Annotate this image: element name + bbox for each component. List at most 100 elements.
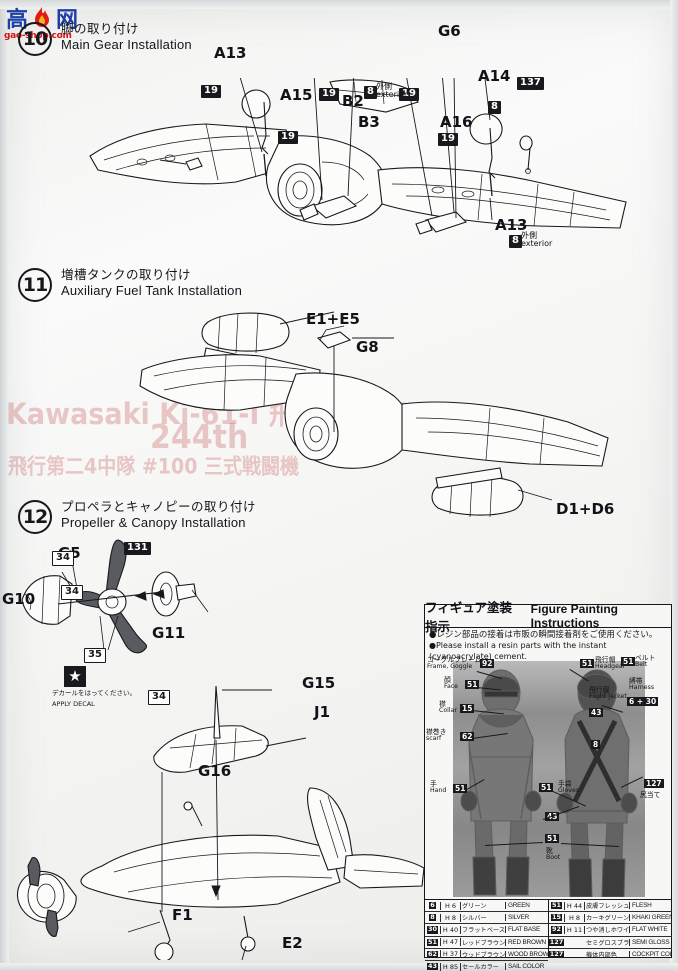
- figure-painting-panel: フィギュア塗装指示 Figure Painting Instructions ●…: [424, 600, 672, 971]
- figure-photo-front: [453, 661, 549, 897]
- figure-callout-goggle-jp: ゴーグルフレーム: [427, 656, 482, 664]
- color-chip-34-b: 34: [61, 585, 83, 600]
- step-number-10: 10: [18, 22, 52, 56]
- figure-panel-header: フィギュア塗装指示 Figure Painting Instructions: [425, 600, 671, 634]
- part-label-f1: F1: [172, 906, 193, 924]
- color-row-jp: カーキグリーン: [586, 915, 629, 923]
- figure-callout-gloves-en: Gloves: [558, 787, 579, 795]
- figure-chip-8: 8: [591, 740, 601, 749]
- part-label-a15: A15: [280, 86, 313, 104]
- color-chip-19-e: 19: [319, 88, 339, 101]
- color-row: 6 H 6 グリーン GREEN: [425, 900, 548, 913]
- figure-callout-headgear-jp: 飛行帽: [595, 656, 616, 664]
- ghost-text-line3: 飛行第二4中隊 #100 三式戦闘機: [8, 455, 300, 480]
- color-row-chip: 92: [550, 925, 563, 934]
- color-chip-19-c: 19: [438, 133, 458, 146]
- color-row-en: WOOD BROWN: [505, 950, 548, 958]
- figure-callout-headgear-en: Headgear: [595, 663, 626, 671]
- color-table-right-column: 51 H 44 皮膚フレッシュ FLESH 15 H 8 カーキグリーン KHA…: [548, 899, 672, 959]
- figure-callout-hand-jp: 手: [430, 780, 437, 788]
- figure-callout-jacket-en: Flight jacket: [589, 693, 627, 701]
- color-row-chip: 127: [548, 937, 565, 946]
- step12-propeller-diagram: [14, 538, 224, 668]
- step-title-jp-10: 脚の取り付け: [61, 21, 140, 36]
- color-row-chip: 51: [550, 901, 563, 910]
- color-row-en: KHAKI GREEN: [629, 914, 672, 922]
- color-row: 92 H 11 つや消しホワイト FLAT WHITE: [549, 924, 672, 937]
- color-chip-19-b: 19: [399, 88, 419, 101]
- part-label-g16: G16: [198, 762, 232, 780]
- ghost-text-line2: 244th: [150, 418, 249, 457]
- color-row-chip: 51: [426, 937, 439, 946]
- color-row-en: SEMI GLOSS BLACK: [629, 938, 672, 946]
- figure-panel-title-jp: フィギュア塗装指示: [425, 600, 513, 634]
- color-row-chip: 62: [426, 949, 439, 958]
- color-row: 51 H 47 レッドブラウン RED BROWN: [425, 937, 548, 949]
- color-row-en: RED BROWN: [505, 938, 548, 946]
- step-title-jp-12: プロペラとキャノピーの取り付け: [61, 499, 257, 514]
- color-row-jp: グリーン: [462, 903, 487, 911]
- figure-chip-belt: 51: [621, 657, 636, 666]
- figure-callout-harness-jp: 縛帯: [629, 677, 643, 685]
- color-row-chip: 15: [550, 913, 563, 922]
- figure-chip-seatpad: 127: [644, 779, 664, 788]
- part-label-j1: J1: [314, 703, 331, 721]
- color-row: 43 H 85 セールカラー SAIL COLOR: [425, 961, 548, 971]
- color-row-chip: 6: [429, 901, 436, 910]
- color-row-code: H 47: [440, 938, 461, 947]
- decal-note: ★ デカールをはってください。 APPLY DECAL: [52, 666, 142, 709]
- figure-callout-goggle: ゴーグルフレーム Frame, Goggle: [427, 656, 482, 671]
- figure-chip-face: 51: [465, 680, 480, 689]
- decal-note-en: APPLY DECAL: [52, 699, 95, 708]
- figure-callout-scarf-en: scarf: [426, 735, 442, 743]
- part-label-a14: A14: [478, 67, 511, 85]
- part-label-a13-right: A13: [495, 216, 528, 234]
- figure-note-en: ●Please install a resin parts with the i…: [429, 641, 607, 662]
- color-chip-19-d: 19: [278, 131, 298, 144]
- color-row-code: H 6: [440, 901, 461, 910]
- color-chip-8-b: 8: [488, 101, 501, 114]
- figure-callout-hand: 手 Hand: [430, 780, 446, 795]
- figure-callout-belt-jp: ベルト: [635, 654, 656, 662]
- figure-chip-boot: 51: [545, 834, 560, 843]
- figure-chip-scarf: 62: [460, 732, 475, 741]
- part-label-d1d6: D1+D6: [556, 500, 615, 518]
- figure-callout-face: 顔 Face: [444, 676, 458, 691]
- color-row-code: H 8: [564, 913, 585, 922]
- figure-panel-title-en: Figure Painting Instructions: [530, 602, 618, 630]
- step10-diagram: [86, 78, 646, 278]
- color-row-en: SAIL COLOR: [505, 963, 548, 971]
- figure-callout-face-en: Face: [444, 683, 458, 691]
- figure-chip-headgear: 51: [580, 659, 595, 668]
- color-row-chip: 43: [426, 961, 439, 971]
- step-number-11: 11: [18, 268, 52, 302]
- color-row: 15 H 8 カーキグリーン KHAKI GREEN: [549, 912, 672, 925]
- figure-callout-boot: 靴 Boot: [546, 847, 560, 862]
- page-edge-left: [0, 0, 9, 971]
- color-row-chip: 30: [426, 925, 439, 934]
- color-row-jp: ウッドブラウン: [462, 951, 505, 959]
- color-chip-34-c: 34: [148, 690, 170, 705]
- figure-callout-headgear: 飛行帽 Headgear: [595, 656, 626, 671]
- color-row-code: H 40: [440, 925, 461, 934]
- color-row-en: GREEN: [505, 902, 548, 910]
- figure-chip-hand: 51: [453, 784, 468, 793]
- figure-callout-boot-jp: 靴: [546, 847, 553, 855]
- color-row-chip: 127: [548, 949, 565, 958]
- step-title-jp-11: 増槽タンクの取り付け: [61, 267, 192, 282]
- color-row-jp: セールカラー: [462, 964, 499, 971]
- part-label-e2: E2: [282, 934, 303, 952]
- exterior-note-b: 外側 exterior: [521, 231, 553, 249]
- figure-callout-scarf-jp: 襟巻き: [426, 728, 447, 736]
- part-label-g15: G15: [302, 674, 336, 692]
- part-label-g8: G8: [356, 338, 379, 356]
- color-row-jp: つや消しホワイト: [586, 927, 629, 935]
- color-row-code: H 44: [564, 901, 585, 910]
- figure-callout-scarf: 襟巻き scarf: [426, 728, 447, 743]
- exterior-note-b-en: exterior: [521, 239, 553, 249]
- page-edge-top: [0, 0, 678, 9]
- step-header-11: 11 増槽タンクの取り付け Auxiliary Fuel Tank Instal…: [18, 267, 242, 302]
- figure-callout-collar-jp: 襟: [439, 700, 446, 708]
- color-row-chip: 8: [429, 913, 436, 922]
